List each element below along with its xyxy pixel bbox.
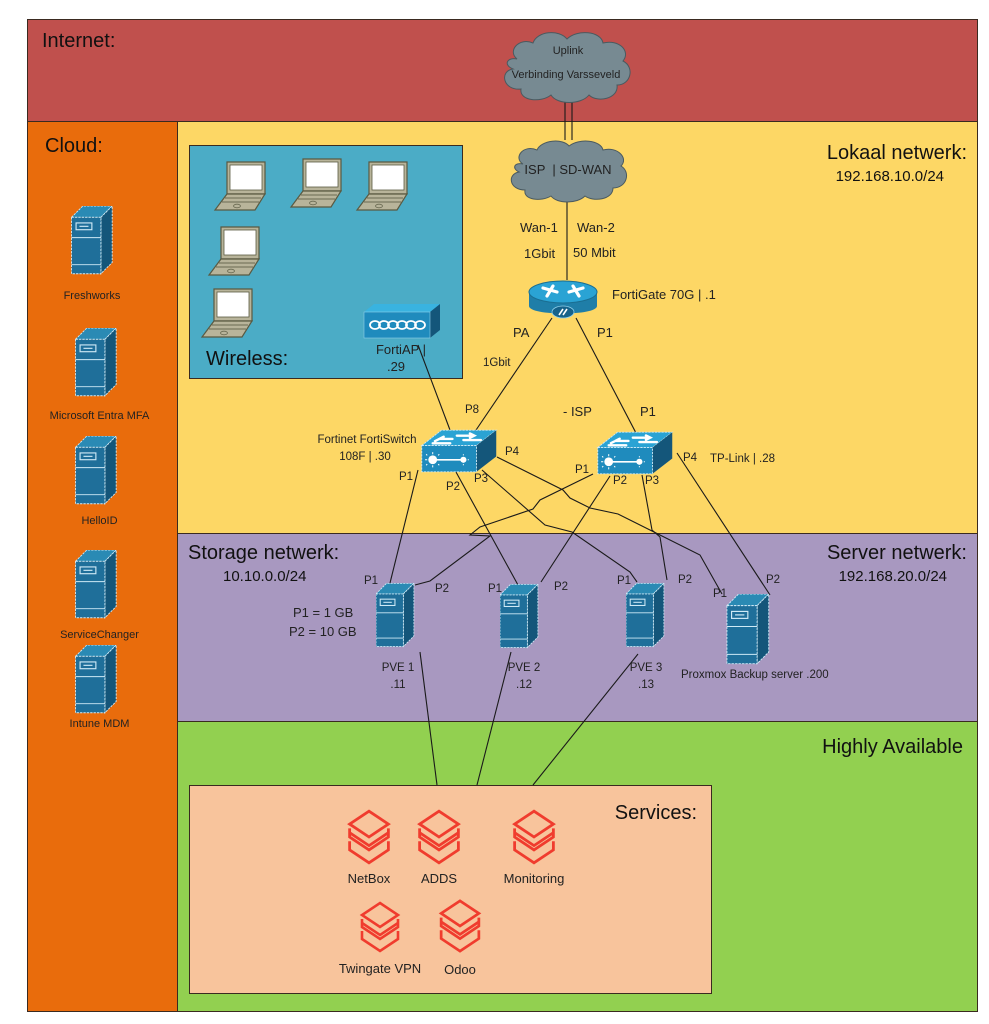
cloud-service-label: HelloID [81, 515, 118, 527]
layers-stack-icon [360, 901, 400, 953]
fortiswitch-port-p8: P8 [465, 404, 480, 416]
pve3-port-p2: P2 [678, 574, 693, 586]
backup-port-p2: P2 [766, 574, 781, 586]
fortiswitch-label-ip: 108F | .30 [339, 451, 391, 463]
service-label: Twingate VPN [338, 961, 422, 976]
cloud-service-label: ServiceChanger [60, 629, 139, 641]
pve1-name: PVE 1 [381, 662, 415, 674]
service-label: ADDS [420, 871, 458, 886]
cloud-service-label: Freshworks [63, 290, 121, 302]
wan1-speed: 1Gbit [524, 246, 556, 261]
zone-internet-label: Internet: [42, 30, 116, 52]
pve1-server-icon [376, 583, 415, 648]
layers-stack-icon [348, 809, 390, 865]
service-monitoring: Monitoring [494, 809, 574, 886]
fortiswitch-port-p4: P4 [505, 446, 520, 458]
tplink-switch-icon [596, 430, 674, 476]
zone-services-label: Services: [614, 802, 697, 824]
pve3-port-p1: P1 [617, 575, 632, 587]
tplink-port-p4: P4 [683, 452, 698, 464]
fortigate-label: FortiGate 70G | .1 [612, 287, 716, 302]
zone-wireless-label: Wireless: [206, 348, 289, 370]
pve2-server-icon [500, 584, 539, 649]
tplink-label: TP-Link | .28 [710, 453, 775, 465]
fortiswitch-label-model: Fortinet FortiSwitch [317, 434, 417, 446]
laptop-icon [208, 226, 260, 276]
laptop-icon [290, 158, 342, 208]
fortiswitch-port-p3: P3 [474, 473, 489, 485]
intune-mdm-server-icon [74, 645, 117, 714]
zone-server-label: Server netwerk: [826, 542, 967, 564]
zone-storage-subnet: 10.10.0.0/24 [223, 568, 307, 585]
wan2-speed: 50 Mbit [573, 245, 616, 260]
service-odoo: Odoo [425, 896, 495, 977]
zone-server-subnet: 192.168.20.0/24 [838, 568, 947, 585]
uplink-cloud-subtitle: Verbinding Varsseveld [511, 69, 621, 81]
tplink-port-p1: P1 [575, 464, 590, 476]
tplink-port-p2: P2 [613, 475, 628, 487]
service-label: Odoo [444, 962, 476, 977]
pve1-port-p1: P1 [364, 575, 379, 587]
wan1-label: Wan-1 [520, 220, 558, 235]
pve3-server-icon [626, 583, 665, 648]
wan2-label: Wan-2 [577, 220, 615, 235]
pve2-name: PVE 2 [507, 662, 541, 674]
pve2-ip: .12 [516, 679, 532, 691]
zone-storage-label: Storage netwerk: [188, 542, 340, 564]
port-legend-p2: P2 = 10 GB [289, 624, 357, 639]
entra-mfa-server-icon [74, 328, 117, 397]
isp-sdwan-cloud-icon [510, 140, 628, 203]
backup-server-name: Proxmox Backup server .200 [681, 669, 829, 681]
pve1-port-p2: P2 [435, 583, 450, 595]
zone-lokaal-subnet: 192.168.10.0/24 [835, 168, 944, 185]
pve3-ip: .13 [638, 679, 654, 691]
zone-lokaal-label: Lokaal netwerk: [826, 142, 967, 164]
service-label: NetBox [347, 871, 391, 886]
cloud-service-label: Intune MDM [69, 718, 130, 730]
laptop-icon [356, 161, 408, 211]
cloud-service-label: Microsoft Entra MFA [49, 410, 150, 422]
fortigate-port-p1: P1 [597, 325, 613, 340]
fortiap-access-point-icon [363, 304, 440, 339]
pve1-ip: .11 [390, 679, 406, 691]
service-label: Monitoring [503, 871, 565, 886]
tplink-port-p1-top: P1 [640, 404, 656, 419]
helloid-server-icon [74, 436, 117, 505]
zone-cloud-label: Cloud: [45, 135, 103, 157]
fortiap-label-ip: .29 [386, 359, 406, 374]
layers-stack-icon [439, 899, 481, 953]
fortigate-router-icon [528, 280, 598, 319]
port-legend-p1: P1 = 1 GB [293, 605, 354, 620]
laptop-icon [201, 288, 253, 338]
service-adds: ADDS [404, 809, 474, 886]
pve2-port-p2: P2 [554, 581, 569, 593]
backup-port-p1: P1 [713, 588, 728, 600]
fortigate-port-pa: PA [513, 325, 530, 340]
uplink-cloud-title: Uplink [552, 45, 584, 57]
fortiswitch-port-p2: P2 [446, 481, 461, 493]
freshworks-server-icon [70, 206, 113, 275]
zone-cloud: Cloud: [27, 121, 178, 1012]
uplink-cloud-icon [504, 32, 631, 103]
fortiswitch-port-p1: P1 [399, 471, 414, 483]
fortiswitch-icon [420, 428, 498, 474]
fortiap-label-name: FortiAP | [375, 342, 427, 357]
pve3-name: PVE 3 [629, 662, 663, 674]
isp-note-label: - ISP [563, 404, 592, 419]
service-netbox: NetBox [334, 809, 404, 886]
fortigate-link-speed: 1Gbit [483, 357, 511, 369]
laptop-icon [214, 161, 266, 211]
layers-stack-icon [513, 809, 555, 865]
pve2-port-p1: P1 [488, 583, 503, 595]
zone-ha-label: Highly Available [822, 736, 963, 758]
tplink-port-p3: P3 [645, 475, 660, 487]
isp-sdwan-label: ISP | SD-WAN [524, 162, 612, 177]
proxmox-backup-server-icon [726, 594, 770, 665]
servicechanger-server-icon [74, 550, 117, 619]
service-twingate-vpn: Twingate VPN [330, 899, 430, 976]
layers-stack-icon [418, 809, 460, 865]
zone-internet: Internet: [27, 19, 978, 122]
